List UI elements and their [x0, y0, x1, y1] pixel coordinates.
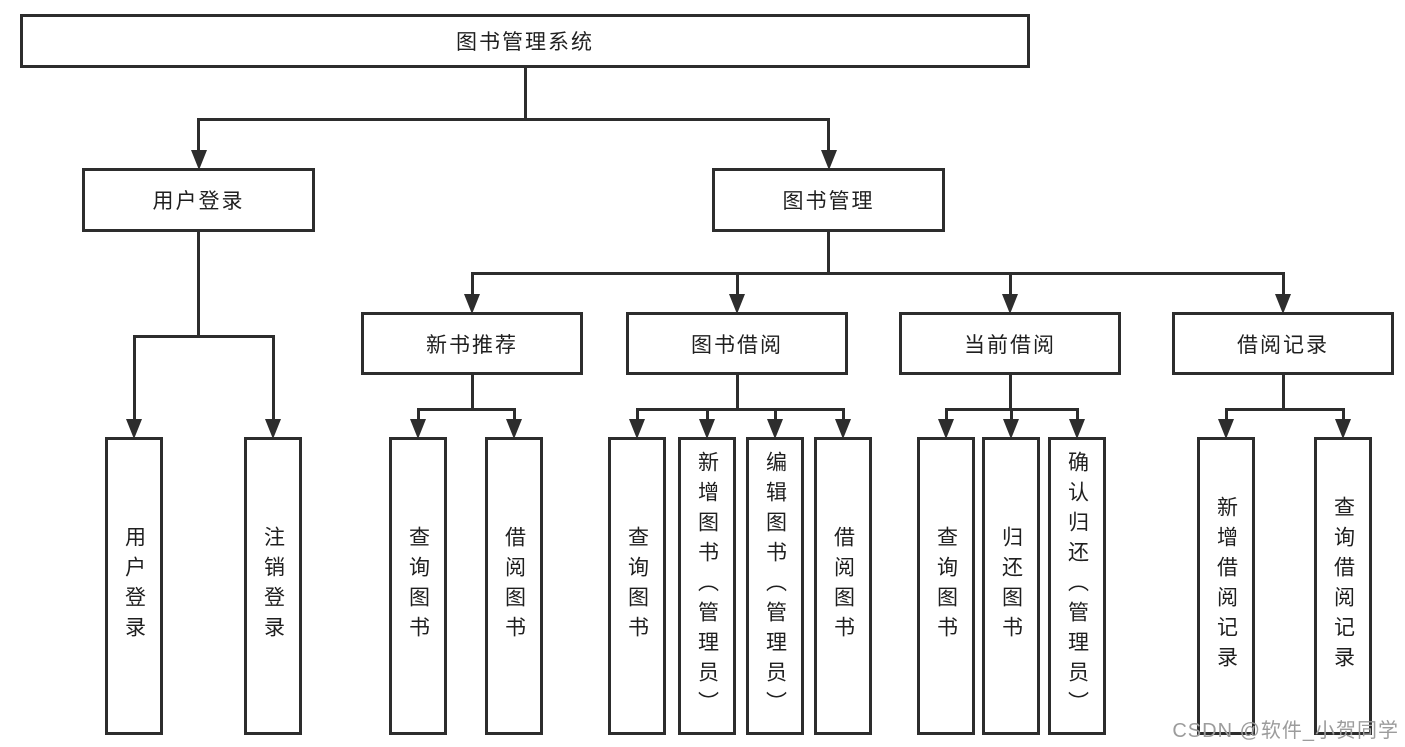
connector-stem-current-borrow: [1008, 375, 1012, 411]
node-label: 查询图书: [625, 526, 649, 646]
node-label: 新书推荐: [426, 333, 518, 357]
connector-bar-borrow-records: [1224, 408, 1345, 411]
node-label: 用户登录: [152, 190, 245, 213]
node-label: 归还图书: [999, 526, 1023, 646]
node-root: 图书管理系统: [20, 14, 1030, 68]
node-leaf-edit-book: 编辑图书（管理员）: [746, 437, 804, 735]
connector-bar-new-book-rec: [416, 408, 516, 411]
node-label: 当前借阅: [964, 333, 1056, 357]
arrow-down-icon: [699, 419, 715, 439]
node-leaf-add-rec: 新增借阅记录: [1197, 437, 1255, 735]
node-leaf-query-1: 查询图书: [389, 437, 447, 735]
connector-drop-current-borrow: [1008, 272, 1012, 298]
connector-drop-leaf-edit-book: [773, 408, 777, 423]
connector-bar-book-mgmt: [470, 272, 1285, 275]
connector-drop-borrow-records: [1281, 272, 1285, 298]
node-label: 借阅图书: [502, 526, 526, 646]
connector-drop-leaf-add-book: [705, 408, 709, 423]
connector-stem-book-borrow: [735, 375, 739, 411]
node-label: 用户登录: [122, 526, 146, 646]
node-label: 图书管理: [782, 190, 875, 213]
arrow-down-icon: [835, 419, 851, 439]
node-book-borrow: 图书借阅: [626, 312, 848, 375]
node-leaf-borrow-2: 借阅图书: [814, 437, 872, 735]
arrow-down-icon: [729, 294, 745, 314]
arrow-down-icon: [410, 419, 426, 439]
node-label: 注销登录: [261, 526, 285, 646]
node-leaf-add-book: 新增图书（管理员）: [678, 437, 736, 735]
connector-drop-leaf-logout: [271, 335, 275, 423]
connector-drop-book-mgmt: [827, 118, 830, 154]
node-label: 查询图书: [934, 526, 958, 646]
node-leaf-query-rec: 查询借阅记录: [1314, 437, 1372, 735]
node-leaf-return: 归还图书: [982, 437, 1040, 735]
arrow-down-icon: [938, 419, 954, 439]
arrow-down-icon: [1275, 294, 1291, 314]
node-label: 借阅记录: [1237, 333, 1329, 357]
arrow-down-icon: [1002, 294, 1018, 314]
arrow-down-icon: [820, 150, 837, 170]
node-user-login: 用户登录: [82, 168, 315, 232]
node-label: 编辑图书（管理员）: [763, 451, 787, 721]
arrow-down-icon: [190, 150, 207, 170]
node-label: 查询借阅记录: [1331, 496, 1355, 676]
arrow-down-icon: [767, 419, 783, 439]
node-label: 新增图书（管理员）: [695, 451, 719, 721]
connector-stem-root: [523, 68, 527, 121]
node-label: 借阅图书: [831, 526, 855, 646]
node-label: 图书借阅: [691, 333, 783, 357]
connector-drop-leaf-confirm: [1075, 408, 1079, 423]
arrow-down-icon: [1335, 419, 1351, 439]
node-leaf-query-2: 查询图书: [608, 437, 666, 735]
connector-drop-leaf-query-3: [944, 408, 948, 423]
node-label: 确认归还（管理员）: [1065, 451, 1089, 721]
arrow-down-icon: [629, 419, 645, 439]
arrow-down-icon: [265, 419, 281, 439]
connector-drop-leaf-query-2: [635, 408, 639, 423]
connector-drop-leaf-query-1: [416, 408, 420, 423]
arrow-down-icon: [1218, 419, 1234, 439]
connector-drop-leaf-borrow-2: [841, 408, 845, 423]
arrow-down-icon: [464, 294, 480, 314]
connector-drop-leaf-query-rec: [1341, 408, 1345, 423]
connector-stem-new-book-rec: [470, 375, 474, 411]
connector-drop-leaf-borrow-1: [512, 408, 516, 423]
connector-bar-user-login: [132, 335, 275, 338]
connector-stem-user-login: [197, 232, 200, 338]
connector-stem-book-mgmt: [827, 232, 830, 275]
connector-drop-leaf-return: [1009, 408, 1013, 423]
arrow-down-icon: [126, 419, 142, 439]
node-current-borrow: 当前借阅: [899, 312, 1121, 375]
node-leaf-borrow-1: 借阅图书: [485, 437, 543, 735]
node-book-mgmt: 图书管理: [712, 168, 945, 232]
arrow-down-icon: [1069, 419, 1085, 439]
connector-drop-leaf-add-rec: [1224, 408, 1228, 423]
node-label: 新增借阅记录: [1214, 496, 1238, 676]
node-leaf-user-login: 用户登录: [105, 437, 163, 735]
connector-drop-user-login: [197, 118, 200, 154]
connector-stem-borrow-records: [1281, 375, 1285, 411]
connector-drop-new-book-rec: [470, 272, 474, 298]
csdn-watermark: CSDN @软件_小贺同学: [1172, 720, 1399, 742]
node-leaf-query-3: 查询图书: [917, 437, 975, 735]
node-label: 图书管理系统: [456, 31, 594, 54]
connector-bar-root: [197, 118, 830, 121]
node-borrow-records: 借阅记录: [1172, 312, 1394, 375]
arrow-down-icon: [506, 419, 522, 439]
node-leaf-logout: 注销登录: [244, 437, 302, 735]
node-new-book-rec: 新书推荐: [361, 312, 583, 375]
connector-drop-book-borrow: [735, 272, 739, 298]
connector-drop-leaf-user-login: [132, 335, 136, 423]
node-leaf-confirm: 确认归还（管理员）: [1048, 437, 1106, 735]
connector-bar-book-borrow: [635, 408, 845, 411]
node-label: 查询图书: [406, 526, 430, 646]
arrow-down-icon: [1003, 419, 1019, 439]
